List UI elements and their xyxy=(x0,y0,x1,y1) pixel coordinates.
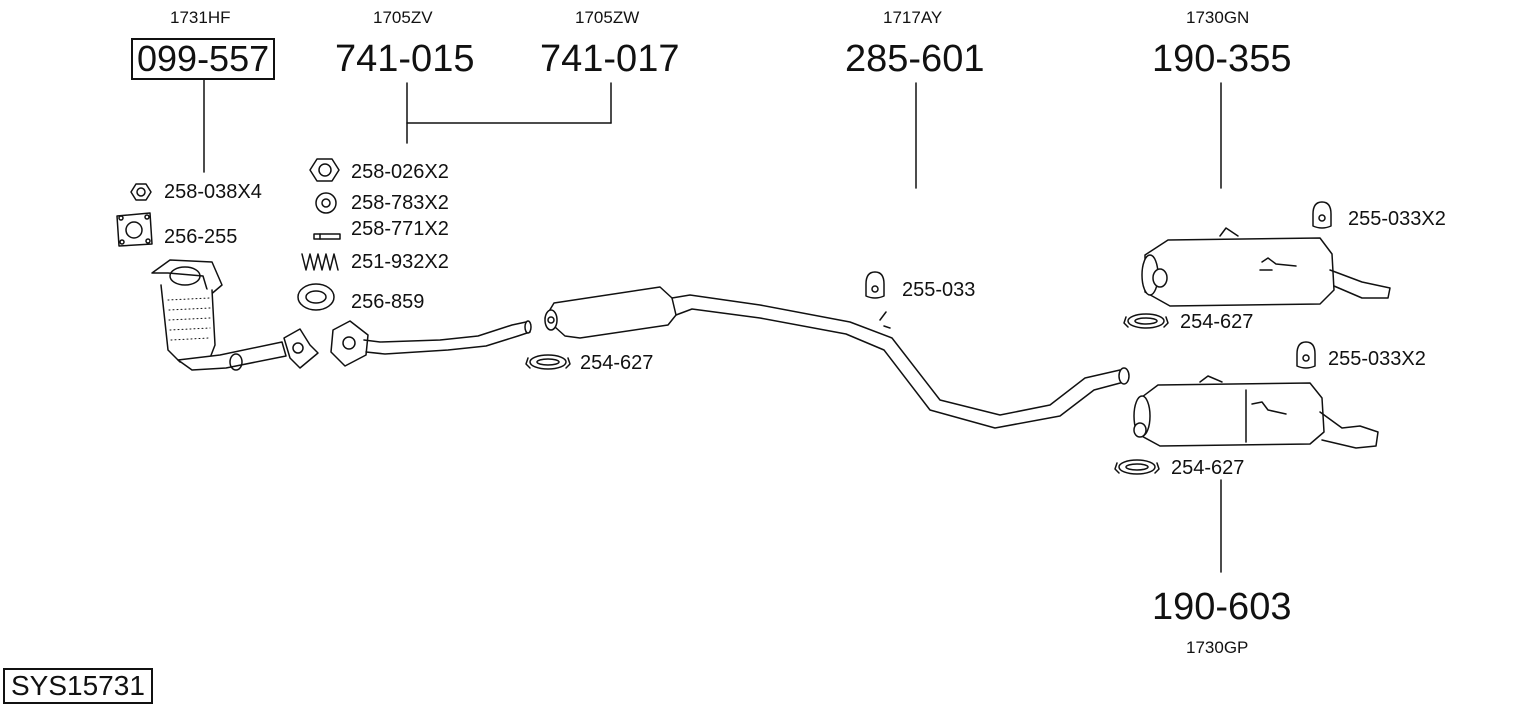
part-label-254-627-upper[interactable]: 254-627 xyxy=(1180,311,1254,333)
part-label-258-038x4[interactable]: 258-038X4 xyxy=(164,181,262,203)
part-label-258-771x2[interactable]: 258-771X2 xyxy=(351,218,449,240)
part-label-255-033x2-lower[interactable]: 255-033X2 xyxy=(1328,348,1426,370)
part-label-255-033x2-upper[interactable]: 255-033X2 xyxy=(1348,208,1446,230)
part-label-258-026x2[interactable]: 258-026X2 xyxy=(351,161,449,183)
catalytic-converter-drawing xyxy=(151,259,319,371)
part-number-190-355[interactable]: 190-355 xyxy=(1152,38,1292,80)
hanger-drawing-lower xyxy=(1296,341,1316,369)
washer-drawing xyxy=(315,192,337,214)
clamp-drawing-3 xyxy=(1114,459,1160,475)
assembly-code-1730gp: 1730GP xyxy=(1186,638,1249,657)
clamp-drawing-1 xyxy=(525,354,571,370)
bolt-drawing xyxy=(313,233,341,240)
clamp-drawing-2 xyxy=(1123,313,1169,329)
assembly-code-1730gn: 1730GN xyxy=(1186,8,1250,27)
nut-part-drawing xyxy=(130,183,152,201)
part-number-285-601[interactable]: 285-601 xyxy=(845,38,985,80)
part-label-254-627-lower[interactable]: 254-627 xyxy=(1171,457,1245,479)
gasket-part-drawing xyxy=(116,212,153,247)
assembly-code-1717ay: 1717AY xyxy=(883,8,943,27)
assembly-code-1731hf: 1731HF xyxy=(170,8,231,27)
assembly-code-1705zw: 1705ZW xyxy=(575,8,640,27)
hanger-drawing xyxy=(865,271,885,299)
part-number-190-603[interactable]: 190-603 xyxy=(1152,586,1292,628)
part-label-255-033[interactable]: 255-033 xyxy=(902,279,976,301)
hex-nut-drawing xyxy=(309,158,340,182)
part-label-254-627-front[interactable]: 254-627 xyxy=(580,352,654,374)
rear-muffler-lower-drawing xyxy=(1133,375,1379,449)
spring-drawing xyxy=(301,253,339,271)
part-number-099-557[interactable]: 099-557 xyxy=(131,38,276,80)
system-id-badge: SYS15731 xyxy=(3,668,153,704)
part-number-741-017[interactable]: 741-017 xyxy=(540,38,680,80)
ring-gasket-drawing xyxy=(297,283,335,311)
middle-muffler-drawing xyxy=(544,286,1130,429)
part-label-256-255[interactable]: 256-255 xyxy=(164,226,238,248)
part-label-256-859[interactable]: 256-859 xyxy=(351,291,425,313)
rear-muffler-upper-drawing xyxy=(1141,227,1391,307)
part-label-258-783x2[interactable]: 258-783X2 xyxy=(351,192,449,214)
hanger-drawing-upper xyxy=(1312,201,1332,229)
part-label-251-932x2[interactable]: 251-932X2 xyxy=(351,251,449,273)
assembly-code-1705zv: 1705ZV xyxy=(373,8,433,27)
front-pipe-drawing xyxy=(330,320,532,367)
part-number-741-015[interactable]: 741-015 xyxy=(335,38,475,80)
